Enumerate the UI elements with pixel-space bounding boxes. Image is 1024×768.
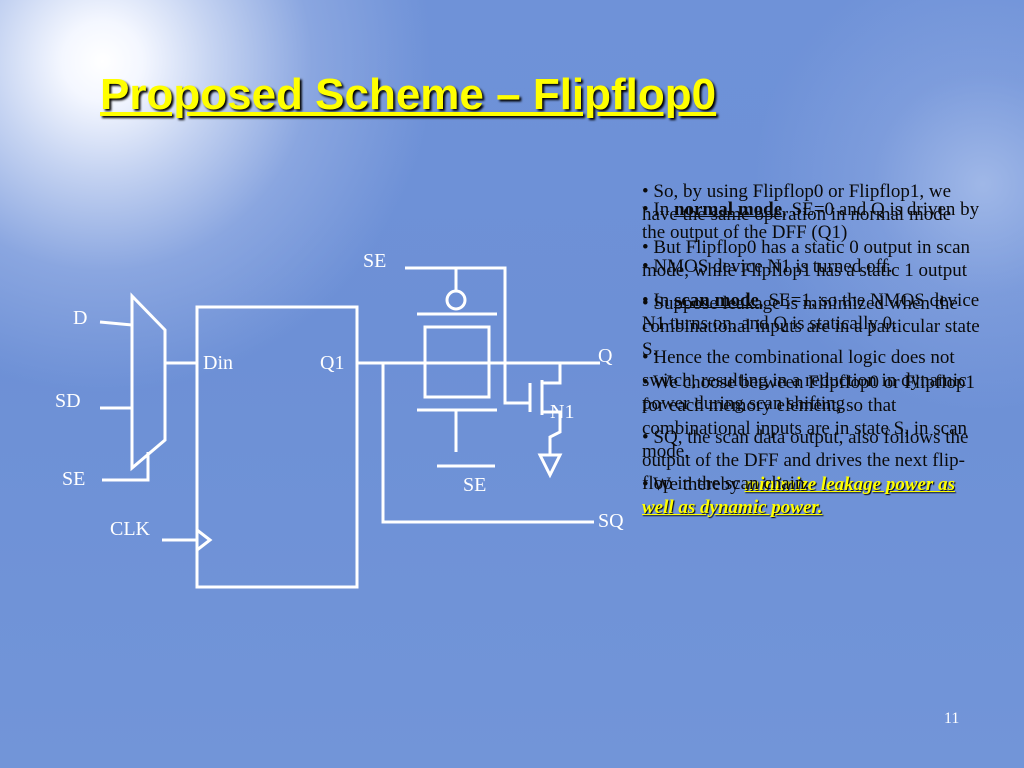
bullet-text-layer-1: • So, by using Flipflop0 or Flipflop1, w… [642, 180, 982, 529]
bullet-text-layer-2: • In normal mode, SE=0 and Q is driven b… [642, 198, 982, 506]
bullet-final-emphasis: minimize leakage power as well as dynami… [642, 474, 955, 518]
bullet-bold: scan mode [673, 290, 759, 311]
label-n1: N1 [550, 401, 575, 423]
bullet-item: • Hence the combinational logic does not… [642, 347, 967, 414]
bullet-item: • We choose between Flipflop0 or Flipflo… [642, 372, 976, 462]
n1-drain [542, 363, 562, 385]
label-se-top: SE [363, 250, 387, 272]
wire-sq [381, 363, 594, 524]
dff-box [195, 305, 359, 589]
wire-se-left [102, 452, 150, 482]
n1-source [542, 410, 562, 455]
bullet-item: • In scan mode, SE=1, so the NMOS device… [642, 289, 982, 335]
mux-shape [130, 292, 167, 472]
bullet-final-prefix: • We thereby [642, 474, 745, 495]
bullet-item: • In normal mode, SE=0 and Q is driven b… [642, 198, 982, 244]
bullet-bold: normal mode [673, 199, 783, 220]
bullet-rest: , SE=0 and Q is driven by the output of … [642, 199, 980, 243]
bullet-rest: , SE=1, so the NMOS device N1 turns on, … [642, 290, 980, 334]
wire-d [99, 320, 133, 327]
transmission-gate [423, 325, 491, 399]
bullet-item: • Suppose leakage is minimized when the … [642, 293, 980, 360]
label-clk: CLK [110, 518, 150, 540]
bullet-item: • But Flipflop0 has a static 0 output in… [642, 237, 971, 281]
bullet-prefix: • In [642, 290, 674, 311]
label-se-left: SE [62, 468, 86, 490]
label-se-bottom: SE [463, 474, 487, 496]
bullet-item: • NMOS device N1 is turned off. [642, 256, 893, 277]
label-q: Q [598, 345, 613, 367]
bullet-prefix: • In [642, 199, 674, 220]
label-d: D [73, 307, 88, 329]
tg-inverter-bubble [445, 289, 467, 311]
bullet-item: • So, by using Flipflop0 or Flipflop1, w… [642, 181, 952, 225]
page-number: 11 [944, 710, 960, 727]
ground-symbol [537, 453, 563, 479]
bullet-item-final: • We thereby minimize leakage power as w… [642, 473, 982, 519]
slide-title: Proposed Scheme – Flipflop0 [100, 70, 717, 119]
bullet-item: • SQ, the scan data output, also follows… [642, 427, 969, 494]
label-sq: SQ [598, 510, 624, 532]
wire-se-top [405, 266, 530, 405]
label-din: Din [203, 352, 233, 374]
clk-triangle [196, 528, 213, 552]
label-sd: SD [55, 390, 81, 412]
label-q1: Q1 [320, 352, 345, 374]
